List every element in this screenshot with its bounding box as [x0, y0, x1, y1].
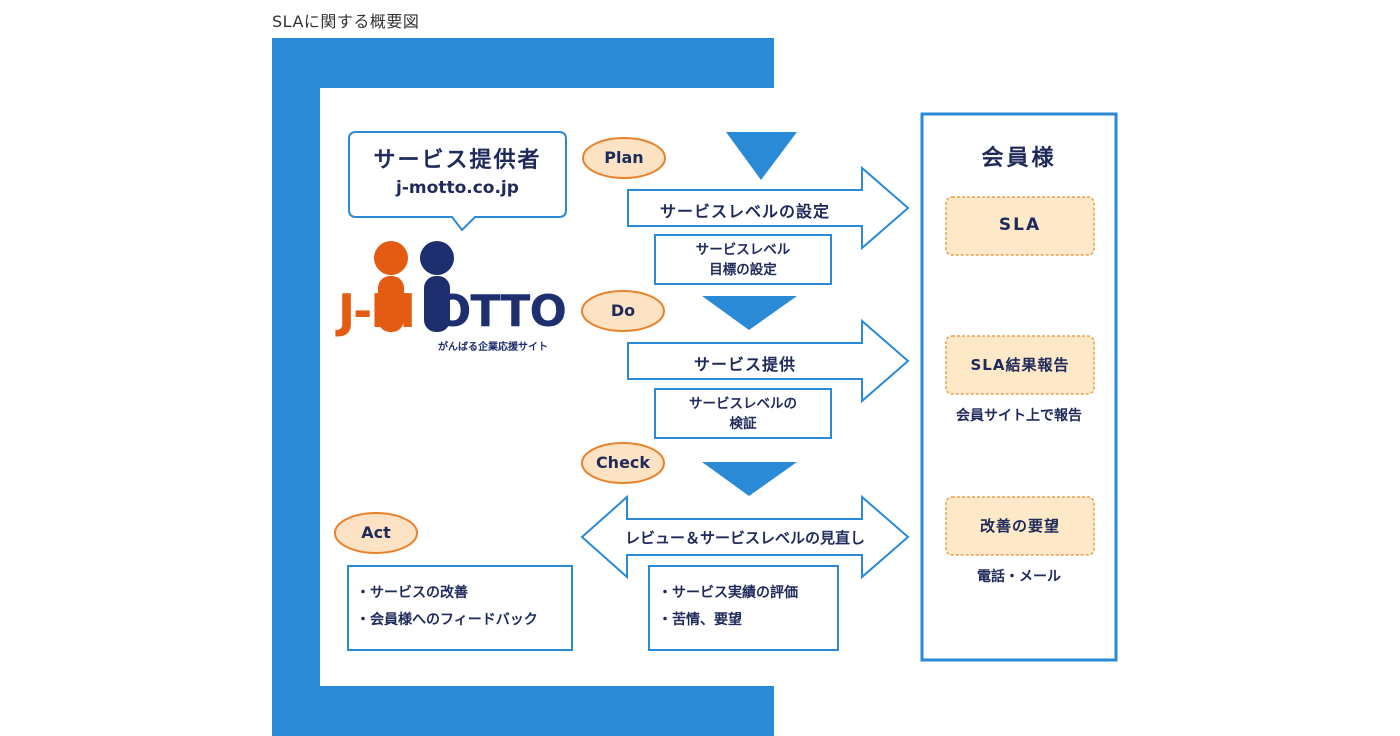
- diagram-caption: SLAに関する概要図: [272, 12, 420, 31]
- member-tag-sla-label: SLA: [998, 215, 1042, 235]
- phase-act-oval: [334, 512, 418, 554]
- provider-url: j-motto.co.jp: [396, 178, 519, 198]
- member-title: 会員様: [981, 146, 1057, 171]
- member-tag-request-label: 改善の要望: [979, 517, 1060, 535]
- do-detail-box: [654, 388, 832, 439]
- act-detail-item1: ・サービスの改善: [356, 585, 468, 601]
- provider-speech-bubble: [348, 131, 567, 232]
- member-tag-sla-result-label: SLA結果報告: [970, 356, 1070, 374]
- logo-tagline: がんばる企業応援サイト: [438, 342, 548, 353]
- do-right-arrow: [627, 318, 910, 404]
- phase-plan-label: Plan: [604, 148, 644, 167]
- act-detail-box: [347, 565, 573, 651]
- do-detail-line1: サービスレベルの: [689, 396, 797, 412]
- do-detail-line2: 検証: [729, 416, 757, 432]
- phase-plan-oval: [582, 137, 666, 179]
- member-tag-sla: [945, 196, 1095, 256]
- logo-figure-orange-head: [374, 241, 408, 275]
- phase-act-label: Act: [361, 523, 391, 542]
- logo-figure-orange-body: [378, 276, 404, 332]
- phase-do-label: Do: [610, 301, 636, 320]
- down-arrow-do: [702, 296, 797, 330]
- plan-right-arrow: [627, 165, 910, 251]
- member-note-site-report: 会員サイト上で報告: [956, 408, 1082, 424]
- phase-check-label: Check: [595, 453, 651, 472]
- check-arrow-label: レビュー＆サービスレベルの見直し: [624, 529, 865, 547]
- plan-arrow-label: サービスレベルの設定: [659, 202, 830, 221]
- check-detail-item2: ・苦情、要望: [658, 612, 742, 628]
- plan-detail-line2: 目標の設定: [709, 262, 777, 278]
- act-detail-item2: ・会員様へのフィードバック: [356, 612, 538, 628]
- check-detail-item1: ・サービス実績の評価: [658, 585, 798, 601]
- logo-figure-navy-body: [424, 276, 450, 332]
- down-arrow-plan: [726, 132, 797, 180]
- plan-detail-box: [654, 234, 832, 285]
- logo-brand-rest: OTTO: [434, 286, 567, 337]
- do-arrow-label: サービス提供: [693, 355, 796, 374]
- member-tag-request: [945, 496, 1095, 556]
- logo-brand-j: J-M: [338, 284, 416, 338]
- provider-title: サービス提供者: [373, 148, 542, 173]
- plan-detail-line1: サービスレベル: [695, 242, 791, 258]
- logo-figure-navy-head: [420, 241, 454, 275]
- down-arrow-check: [702, 462, 797, 496]
- phase-do-oval: [581, 290, 665, 332]
- member-note-phone-mail: 電話・メール: [977, 569, 1061, 585]
- phase-check-oval: [581, 442, 665, 484]
- check-detail-box: [648, 565, 839, 651]
- member-tag-sla-result: [945, 335, 1095, 395]
- check-double-arrow: [580, 494, 910, 580]
